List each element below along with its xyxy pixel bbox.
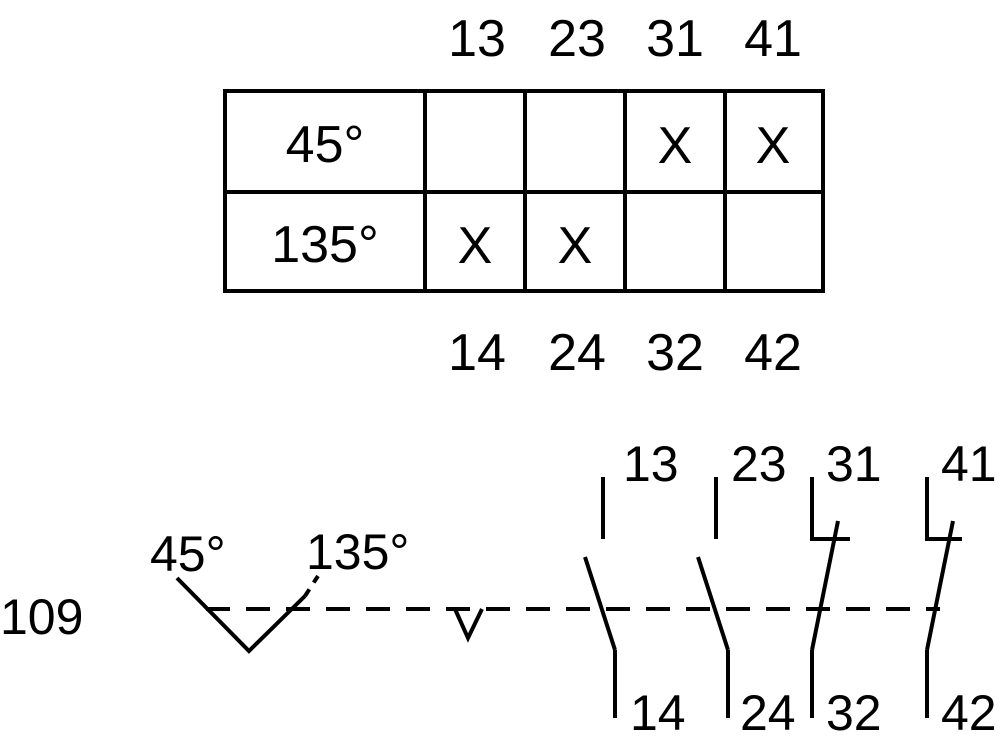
- table-cell-mark: X: [558, 217, 593, 275]
- contact-bottom-label: 24: [740, 685, 796, 737]
- contact-top-label: 41: [941, 436, 997, 492]
- detent-symbol: [453, 608, 484, 643]
- table-top-terminal: 31: [646, 10, 704, 68]
- contact-top-label: 23: [731, 436, 787, 492]
- table-row-label: 45°: [286, 116, 365, 174]
- table-top-terminal: 13: [448, 10, 506, 68]
- diagram-id-label: 109: [0, 589, 83, 645]
- contact-blade: [583, 556, 617, 651]
- angle-label-right: 135°: [306, 524, 409, 580]
- table-top-terminal: 41: [744, 10, 802, 68]
- contact-top-label: 31: [826, 436, 882, 492]
- table-bottom-terminal: 42: [744, 324, 802, 382]
- angle-label-left: 45°: [150, 526, 226, 582]
- contact-fixed-top: [810, 477, 850, 541]
- table-cell-mark: X: [658, 117, 693, 175]
- table-cell-mark: X: [756, 117, 791, 175]
- table-bottom-terminal: 24: [548, 324, 606, 382]
- table-cell-mark: X: [458, 217, 493, 275]
- contact-top-label: 13: [623, 436, 679, 492]
- cam-notch-symbol: [175, 576, 307, 654]
- contact-blade: [696, 556, 730, 651]
- cam-notch-dash: [303, 574, 320, 598]
- table-top-terminal: 23: [548, 10, 606, 68]
- contact-table: 13 23 31 41 45° 135° X X X X 14 24 32 42: [223, 10, 825, 382]
- contact-blade: [925, 520, 955, 651]
- table-bottom-terminal: 32: [646, 324, 704, 382]
- contact-blade: [810, 520, 840, 651]
- contact-schematic: 109 45° 135° 13 14 23 24 31 32 41 42: [0, 436, 997, 737]
- table-bottom-terminal: 14: [448, 324, 506, 382]
- contact-bottom-label: 32: [826, 685, 882, 737]
- table-row-label: 135°: [271, 216, 379, 274]
- contact-bottom-label: 14: [630, 685, 686, 737]
- contact-bottom-label: 42: [941, 685, 997, 737]
